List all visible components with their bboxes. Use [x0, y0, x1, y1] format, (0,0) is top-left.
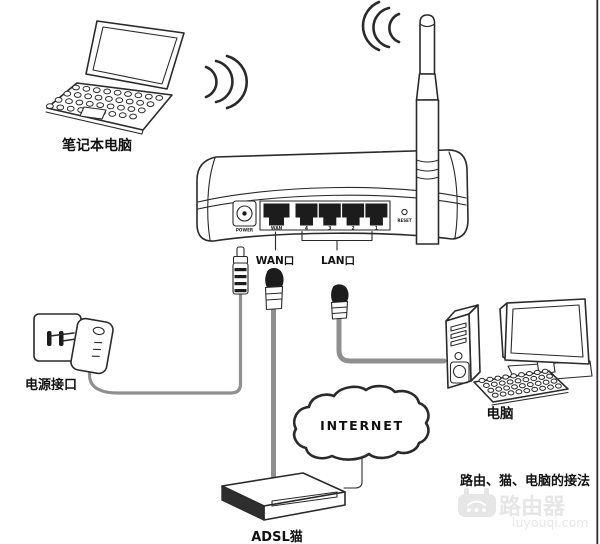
watermark-brand: 路由器 — [499, 494, 566, 520]
lan-port-2-label: 2 — [351, 226, 354, 232]
router-antenna — [415, 14, 440, 245]
dc-power-plug — [232, 246, 249, 295]
watermark-site: luyouqi.com — [512, 515, 588, 530]
pc-keys — [478, 368, 562, 398]
lan-rj45-connector — [330, 284, 349, 320]
pc-label: 电脑 — [487, 405, 515, 422]
laptop-wifi-waves-icon — [204, 54, 248, 110]
pc-tower — [445, 304, 481, 389]
lan-port-1 — [365, 203, 388, 226]
router-power-jack: POWER — [232, 200, 257, 233]
lan-port-3-label: 3 — [328, 226, 331, 232]
reset-label: RESET — [397, 218, 411, 223]
wan-label: WAN口 — [256, 255, 295, 267]
router: POWER WAN 4 3 2 1 RESET — [196, 14, 469, 267]
lan-port-4 — [295, 203, 318, 226]
pc-keyboard — [473, 368, 569, 406]
router-wifi-waves-icon — [361, 0, 401, 52]
router-power-label: POWER — [236, 228, 254, 233]
lan-port-4-label: 4 — [305, 226, 308, 232]
watermark-router-icon — [458, 488, 496, 517]
adsl-modem — [221, 472, 346, 521]
internet-cloud: INTERNET — [292, 384, 430, 489]
caption: 路由、猫、电脑的接法 — [460, 473, 590, 489]
router-reset-button: RESET — [397, 208, 412, 223]
wan-rj45-connector — [264, 268, 284, 311]
internet-label: INTERNET — [320, 418, 404, 433]
lan-port-3 — [318, 203, 341, 226]
laptop — [45, 20, 185, 135]
modem-label: ADSL猫 — [251, 529, 303, 544]
lan-cable — [336, 312, 447, 364]
router-ports: WAN 4 3 2 1 — [259, 200, 391, 232]
laptop-label: 笔记本电脑 — [62, 137, 132, 154]
lan-port-2 — [342, 203, 365, 226]
watermark: 路由器 luyouqi.com — [458, 488, 588, 530]
wan-port-label: WAN — [271, 226, 283, 231]
desktop-computer — [445, 298, 593, 406]
lan-port-1-label: 1 — [375, 226, 378, 232]
power-adapter — [49, 317, 114, 375]
lan-label: LAN口 — [321, 255, 355, 267]
wan-port — [263, 203, 290, 226]
power-jack-label: 电源接口 — [25, 377, 77, 393]
power-cable — [87, 292, 243, 395]
image-right-border — [596, 0, 599, 544]
